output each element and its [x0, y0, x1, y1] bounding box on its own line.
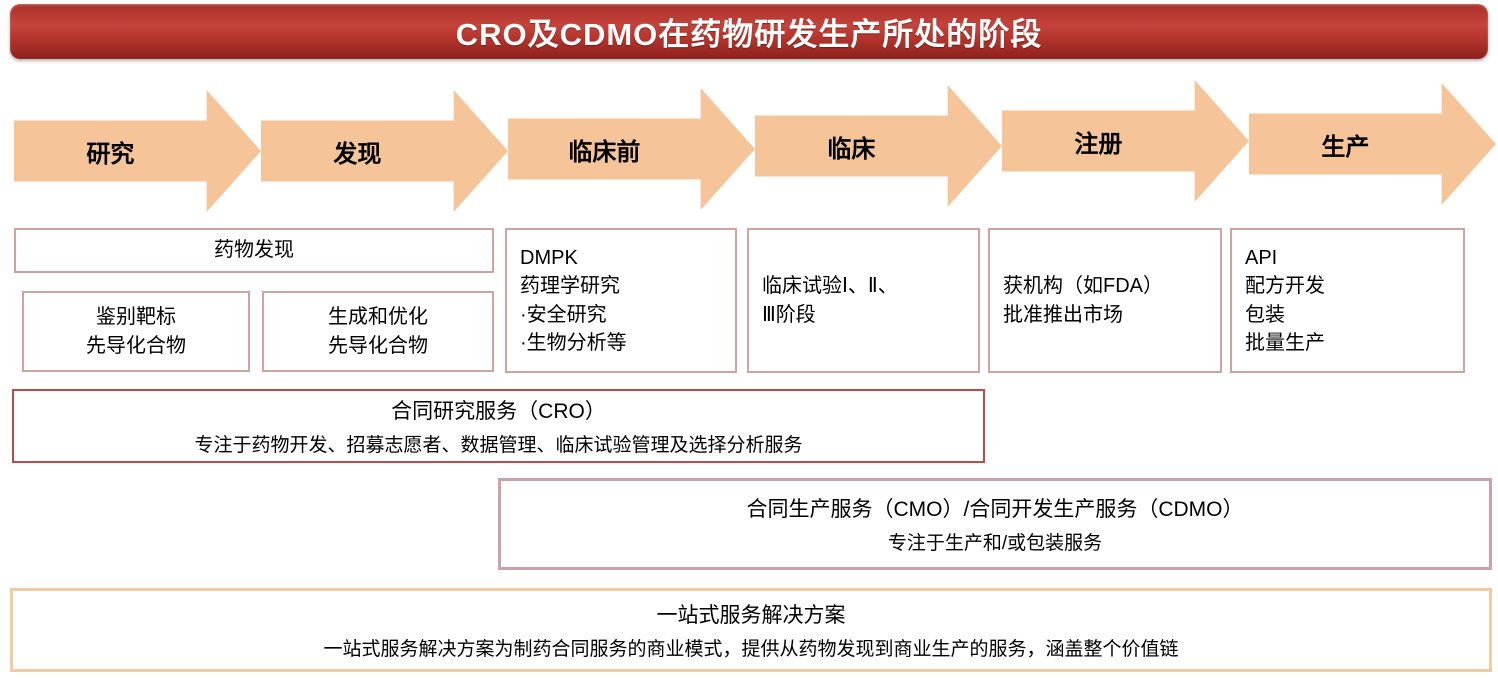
title-banner: CRO及CDMO在药物研发生产所处的阶段 [10, 4, 1488, 59]
box-regulatory-approval: 获机构（如FDA） 批准推出市场 [988, 228, 1222, 373]
cro-title: 合同研究服务（CRO） [391, 400, 606, 423]
box-clinical-trials: 临床试验Ⅰ、Ⅱ、 Ⅲ阶段 [747, 228, 980, 373]
stage-arrow-clinical: 临床 [755, 85, 1002, 207]
stage-label: 研究 [86, 140, 135, 168]
one-stop-title: 一站式服务解决方案 [656, 604, 846, 627]
stage-label: 临床前 [568, 138, 641, 166]
stage-arrow-research: 研究 [14, 90, 261, 212]
stage-label: 发现 [333, 140, 382, 168]
band-cmo-cdmo: 合同生产服务（CMO）/合同开发生产服务（CDMO） 专注于生产和/或包装服务 [498, 478, 1492, 570]
cro-description: 专注于药物开发、招募志愿者、数据管理、临床试验管理及选择分析服务 [194, 435, 803, 456]
band-one-stop: 一站式服务解决方案 一站式服务解决方案为制药合同服务的商业模式，提供从药物发现到… [10, 588, 1492, 672]
box-target-identification: 鉴别靶标 先导化合物 [22, 291, 250, 372]
box-drug-discovery: 药物发现 [14, 228, 494, 273]
box-lead-generation: 生成和优化 先导化合物 [262, 291, 494, 372]
cmo-title: 合同生产服务（CMO）/合同开发生产服务（CDMO） [746, 498, 1244, 521]
cmo-description: 专注于生产和/或包装服务 [887, 533, 1103, 554]
stage-label: 注册 [1074, 130, 1123, 158]
stage-arrow-registration: 注册 [1002, 80, 1249, 202]
stage-label: 临床 [827, 135, 876, 163]
one-stop-description: 一站式服务解决方案为制药合同服务的商业模式，提供从药物发现到商业生产的服务，涵盖… [323, 639, 1179, 660]
band-cro: 合同研究服务（CRO） 专注于药物开发、招募志愿者、数据管理、临床试验管理及选择… [12, 389, 985, 463]
stage-label: 生产 [1321, 133, 1370, 161]
box-preclinical-services: DMPK 药理学研究 ·安全研究 ·生物分析等 [505, 228, 737, 373]
stage-arrow-discovery: 发现 [261, 90, 508, 212]
page-title: CRO及CDMO在药物研发生产所处的阶段 [455, 17, 1043, 52]
stage-arrow-production: 生产 [1249, 83, 1496, 205]
stage-arrow-preclinical: 临床前 [508, 88, 755, 210]
box-manufacturing: API 配方开发 包装 批量生产 [1230, 228, 1465, 373]
